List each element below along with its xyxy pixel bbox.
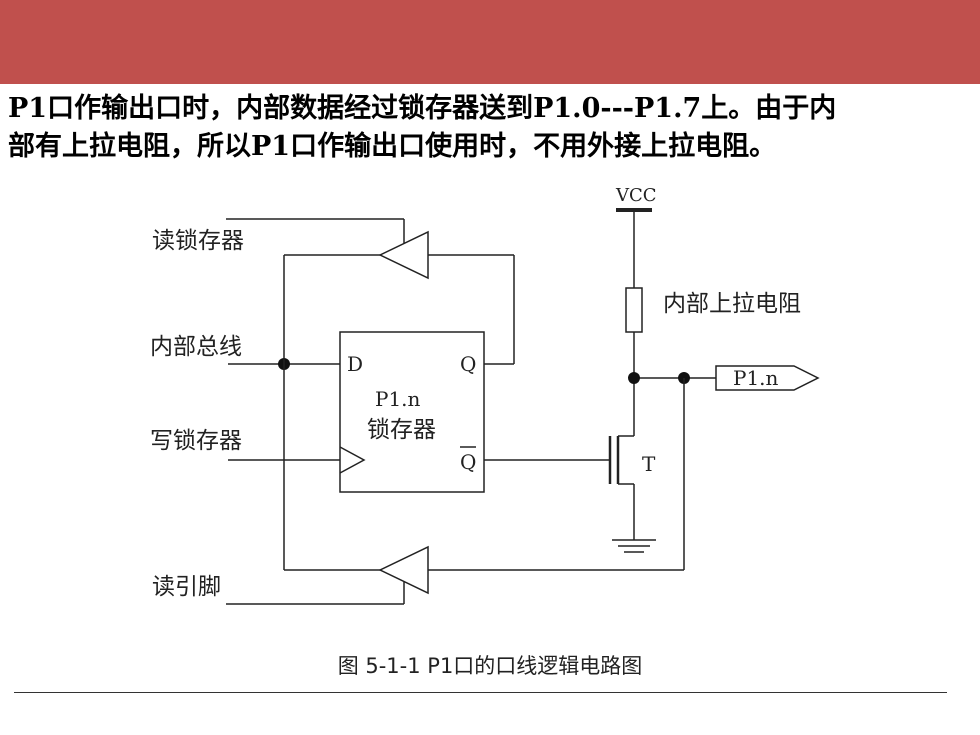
title-bar — [0, 0, 980, 84]
output-pin-label: P1.n — [733, 366, 779, 390]
latch-q-label: Q — [460, 352, 476, 376]
output-node — [628, 372, 640, 384]
pullup-resistor — [625, 287, 643, 333]
read-pin-label: 读引脚 — [152, 574, 221, 600]
latch-name: P1.n — [375, 387, 421, 411]
clock-triangle — [339, 446, 366, 474]
vcc-label: VCC — [615, 185, 657, 206]
figure-caption: 图 5-1-1 P1口的口线逻辑电路图 — [337, 654, 643, 678]
pullup-label: 内部上拉电阻 — [663, 291, 801, 317]
latch-qbar-label: Q — [460, 450, 476, 474]
latch-title: 锁存器 — [367, 417, 436, 443]
read-latch-label: 读锁存器 — [152, 228, 244, 254]
transistor-label: T — [642, 452, 656, 476]
body-paragraph: P1口作输出口时，内部数据经过锁存器送到P1.0---P1.7上。由于内 部有上… — [8, 90, 973, 166]
write-latch-label: 写锁存器 — [150, 428, 242, 454]
latch-d-label: D — [347, 352, 363, 376]
latch-box — [339, 331, 485, 493]
output-pin-shape — [715, 365, 820, 391]
bottom-divider — [14, 692, 947, 693]
internal-bus-label: 内部总线 — [150, 334, 242, 360]
paragraph-line-2: 部有上拉电阻，所以P1口作输出口使用时，不用外接上拉电阻。 — [8, 131, 777, 162]
read-pin-buffer — [378, 545, 429, 595]
read-latch-buffer — [378, 230, 429, 280]
paragraph-line-1: P1口作输出口时，内部数据经过锁存器送到P1.0---P1.7上。由于内 — [8, 93, 837, 124]
